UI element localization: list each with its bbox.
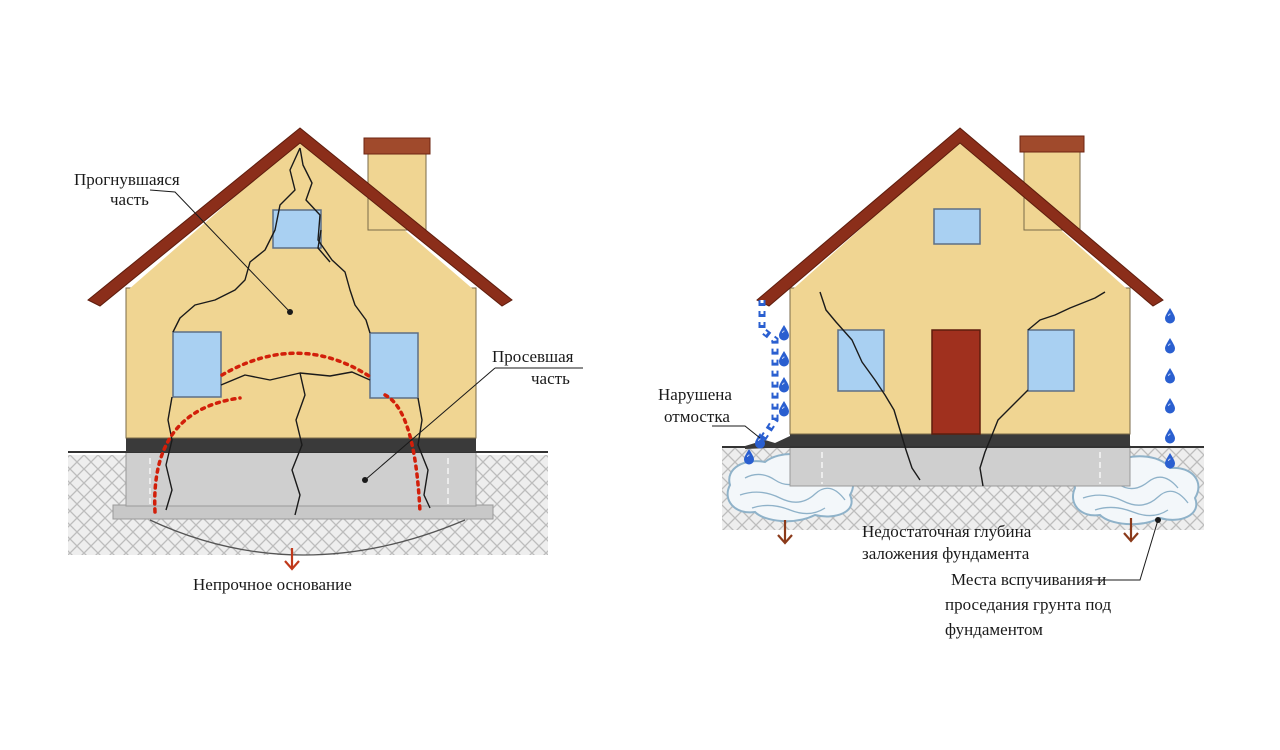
label-heave-line1: Места вспучивания и: [951, 570, 1106, 589]
left-window-right: [369, 332, 419, 399]
left-sag-arc-bottom: [153, 393, 422, 514]
left-plinth: [126, 437, 476, 452]
left-foundation-footing: [112, 504, 494, 520]
left-down-arrow: [284, 548, 300, 571]
right-plinth: [790, 433, 1130, 446]
right-foundation: [789, 445, 1131, 487]
right-house: Нарушена отмостка Недостаточная глубина …: [658, 127, 1204, 639]
left-leader-lines: [149, 189, 583, 481]
label-sunken-part-line2: часть: [531, 369, 570, 388]
left-window-left: [172, 331, 222, 398]
right-window-right: [1027, 329, 1075, 392]
label-blind-area-line1: Нарушена: [658, 385, 732, 404]
label-blind-area-line2: отмостка: [664, 407, 730, 426]
label-depth-line2: заложения фундамента: [862, 544, 1030, 563]
label-sunken-part-line1: Просевшая: [492, 347, 574, 366]
right-leader-lines: [712, 425, 1159, 581]
label-bent-part-line1: Прогнувшаяся: [74, 170, 180, 189]
left-cracks: [165, 147, 431, 516]
left-sag-arc-top: [220, 351, 374, 380]
label-weak-base: Непрочное основание: [193, 575, 352, 594]
left-chimney-cap: [363, 137, 431, 155]
left-leader-dot-sunken: [362, 477, 368, 483]
label-heave-line2: проседания грунта под: [945, 595, 1111, 614]
right-down-arrows: [777, 518, 1139, 545]
right-roof: [756, 127, 1164, 307]
right-door: [931, 329, 981, 435]
label-bent-part-line2: часть: [110, 190, 149, 209]
right-cracks: [819, 291, 1106, 487]
left-leader-dot-bent: [287, 309, 293, 315]
left-house: Прогнувшаяся часть Просевшая часть Непро…: [68, 127, 583, 594]
right-downpipe: [758, 300, 779, 442]
right-attic-window: [933, 208, 981, 245]
right-leader-dot-heave: [1155, 517, 1161, 523]
right-chimney-cap: [1019, 135, 1085, 153]
left-roof: [87, 127, 513, 307]
right-water-drops-right: [1164, 307, 1176, 469]
label-depth-line1: Недостаточная глубина: [862, 522, 1032, 541]
left-attic-window: [272, 209, 322, 249]
left-weak-base-curve: [149, 519, 466, 556]
label-heave-line3: фундаментом: [945, 620, 1043, 639]
